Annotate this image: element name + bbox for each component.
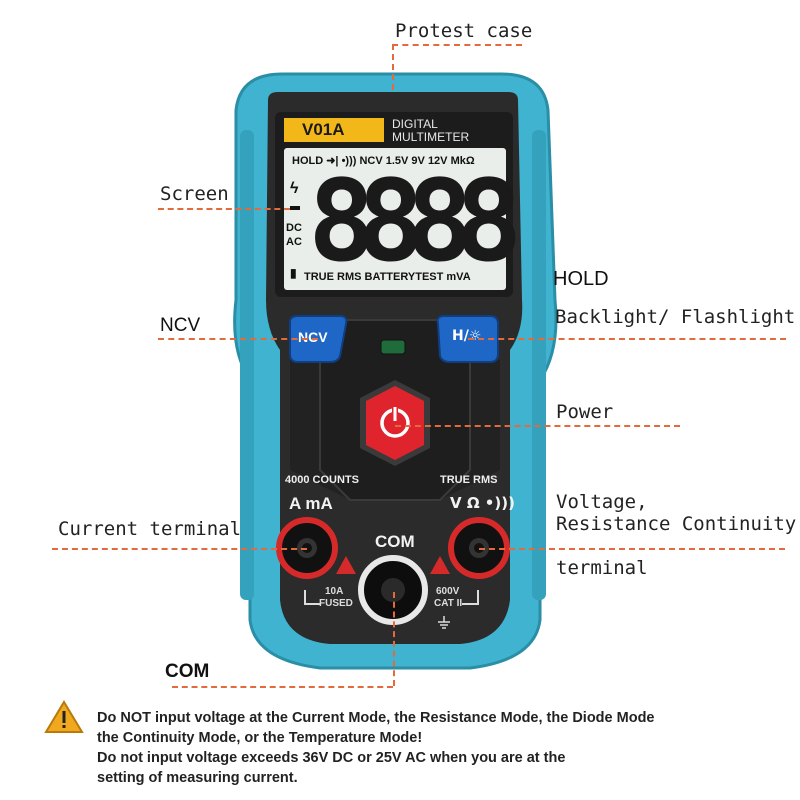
label-ncv: NCV [160,315,201,336]
warning-line2: the Continuity Mode, or the Temperature … [97,730,423,746]
leader-protest-case [392,44,394,90]
warning-line4: setting of measuring current. [97,770,298,786]
lcd-digit: 8 [406,157,474,287]
cat-rating-line2: CAT II [434,598,463,609]
leader-voltage [479,548,785,550]
lcd-minus-sign [290,206,300,210]
leader-com-h [172,686,393,688]
power-button-shape [366,386,424,460]
indicator-led [380,339,406,355]
leader-screen [158,208,290,210]
warning-line1: Do NOT input voltage at the Current Mode… [97,710,655,726]
label-hold: HOLD [553,268,609,290]
model-badge [284,118,384,142]
voltage-range-label: V Ω •))) [450,494,515,512]
warning-line3: Do not input voltage exceeds 36V DC or 2… [97,750,566,766]
label-com: COM [165,661,210,682]
lcd-top-indicators: HOLD ➜| •))) NCV 1.5V 9V 12V MkΩ [292,155,475,167]
fuse-rating-line2: FUSED [319,598,353,609]
leader-ncv [158,338,318,340]
leader-com [393,592,395,686]
lcd-digit: 8 [308,157,376,287]
ncv-button-shape [289,315,348,363]
counts-label: 4000 COUNTS [285,474,359,486]
lcd-bottom-indicators: TRUE RMS BATTERYTEST mVA [304,271,471,283]
label-voltage-line3: terminal [556,557,648,579]
com-terminal-label: COM [375,532,415,551]
label-voltage-line2: Resistance Continuity [556,513,797,535]
lcd-digit: 8 [357,157,425,287]
lcd-ac-indicator: AC [286,236,302,248]
hold-button-shape [436,315,499,363]
ncv-button-label[interactable]: NCV [298,329,328,345]
current-range-label: A mA [289,494,333,513]
lcd-dc-indicator: DC [286,222,302,234]
label-backlight: Backlight/ Flashlight [555,306,796,328]
leader-current [52,548,307,550]
label-power: Power [556,401,614,423]
label-screen: Screen [160,183,229,205]
label-voltage-line1: Voltage, [556,491,648,513]
lcd-screen [284,148,506,290]
cat-rating-line1: 600V [436,586,460,597]
lcd-digit: 8 [455,157,523,287]
label-protest-case: Protest case [395,20,533,42]
fuse-rating-line1: 10A [325,586,344,597]
leader-protest-case-h [392,44,522,46]
warning-icon [44,700,84,733]
device-title-line1: DIGITAL [392,117,438,131]
model-name: V01A [302,120,345,139]
lcd-high-voltage-icon: ϟ [290,180,299,197]
leader-power [395,425,680,427]
true-rms-label: TRUE RMS [440,474,498,486]
hold-button-label[interactable]: H/☼ [452,328,482,344]
leader-backlight [468,338,786,340]
label-current-terminal: Current terminal [58,518,242,540]
lcd-battery-icon: ▮ [290,266,297,280]
device-title-line2: MULTIMETER [392,130,470,144]
